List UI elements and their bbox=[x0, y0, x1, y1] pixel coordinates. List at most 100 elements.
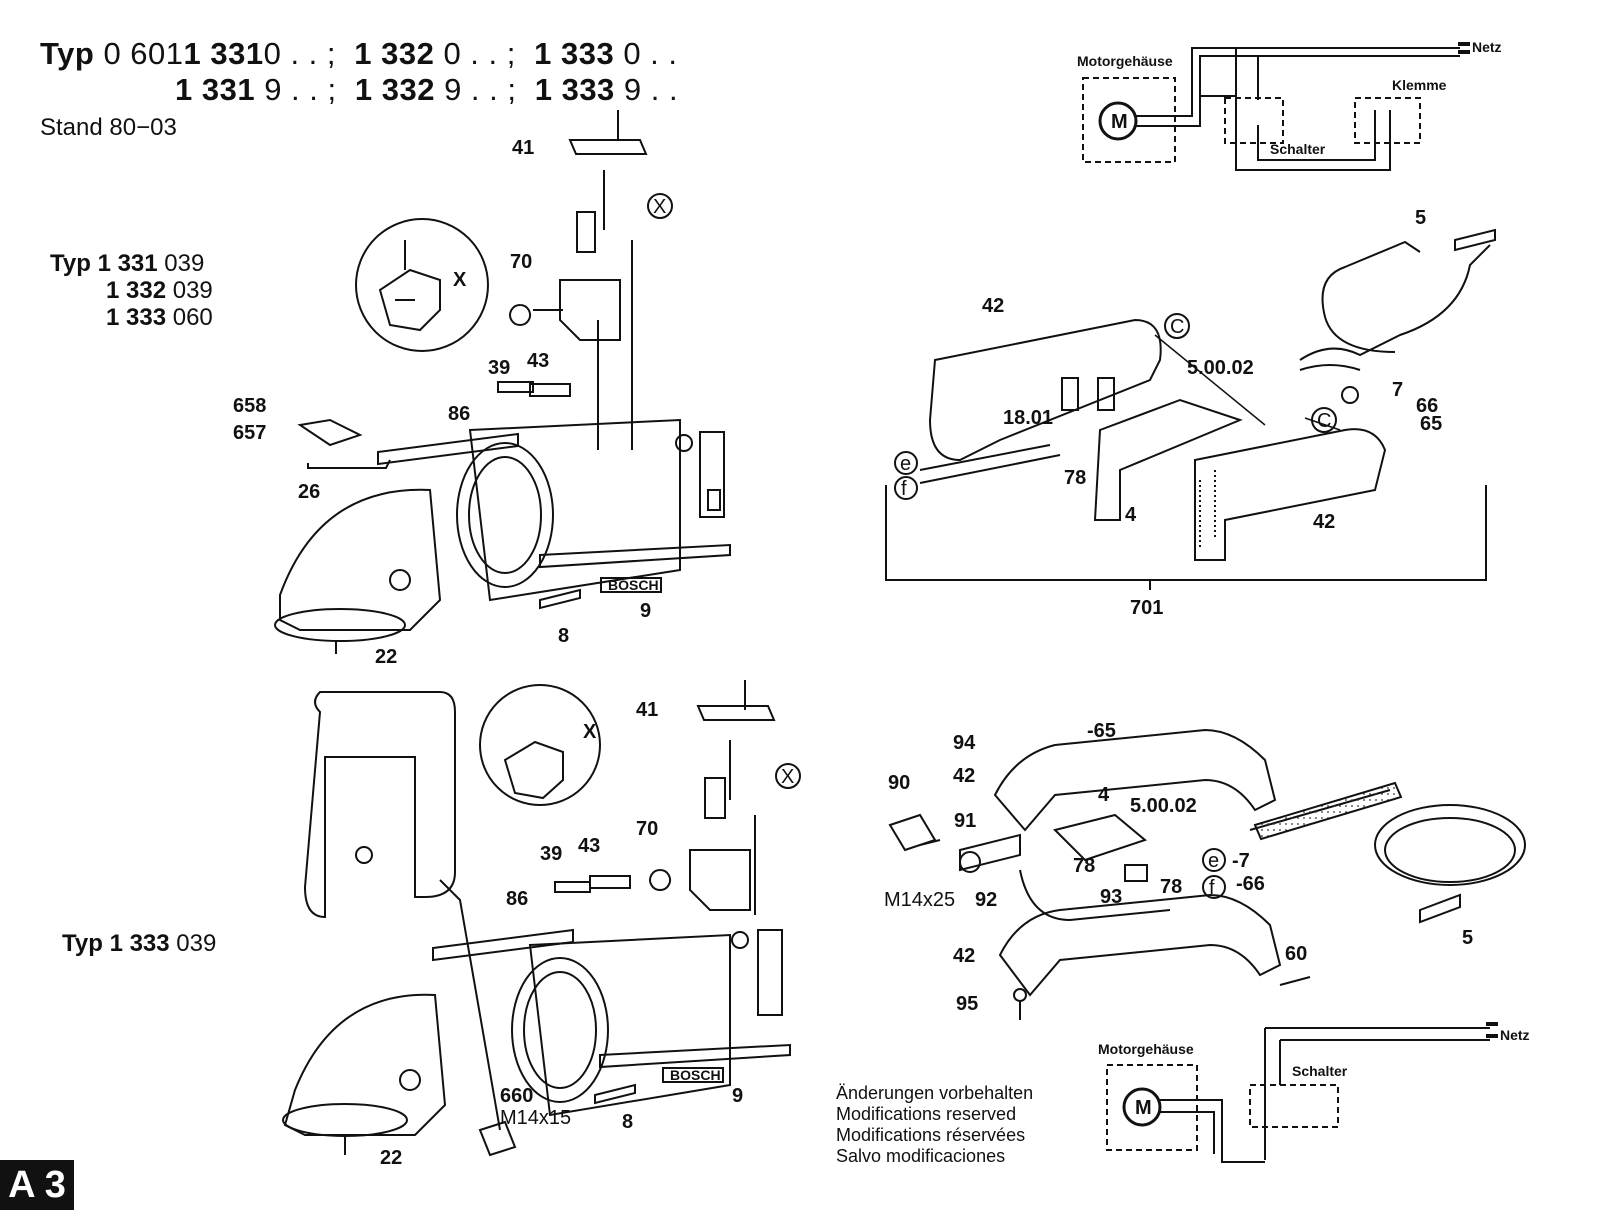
motor-symbol-lower: M bbox=[1135, 1097, 1152, 1119]
variant-code: 1 333 bbox=[106, 304, 167, 331]
wiring-diagram-upper bbox=[1082, 42, 1470, 171]
part-657: 657 bbox=[233, 422, 266, 444]
switch-4-b bbox=[1053, 813, 1148, 862]
part-43-lower: 43 bbox=[578, 835, 600, 857]
part-5-00-02-lower: 5.00.02 bbox=[1130, 795, 1197, 817]
wiring-diagram-lower bbox=[1106, 1022, 1498, 1163]
variant-typ-word: Typ bbox=[50, 250, 91, 277]
coiled-cord-inner bbox=[1384, 817, 1516, 883]
page-badge: A 3 bbox=[0, 1160, 74, 1210]
part-18-01: 18.01 bbox=[1003, 407, 1053, 429]
part-e-lower: e bbox=[1208, 850, 1219, 872]
part-9: 9 bbox=[640, 600, 651, 622]
mains-plug-icon bbox=[1458, 42, 1470, 54]
housing-inner bbox=[523, 971, 597, 1089]
part-8-lower: 8 bbox=[622, 1111, 633, 1133]
bosch-badge bbox=[662, 1067, 724, 1083]
switch-4 bbox=[1093, 398, 1243, 521]
part-91: 91 bbox=[954, 810, 976, 832]
motor-housing bbox=[528, 933, 731, 1117]
part-8: 8 bbox=[558, 625, 569, 647]
handle-shell-42-b bbox=[1194, 428, 1387, 561]
cover-plate-41 bbox=[568, 139, 648, 155]
note-fr: Modifications réservées bbox=[836, 1125, 1026, 1145]
part-m14x25: M14x25 bbox=[884, 889, 955, 911]
spindle-and-plate bbox=[344, 1083, 636, 1155]
strip-86 bbox=[432, 928, 574, 962]
nameplate-strip bbox=[599, 1043, 791, 1069]
wiring-lines-2 bbox=[1200, 48, 1391, 171]
part-660: 660 bbox=[500, 1085, 533, 1107]
brush-holder-detail bbox=[503, 740, 564, 800]
part-701: 701 bbox=[1130, 597, 1163, 619]
wiring-lines bbox=[1136, 47, 1460, 127]
side-cover bbox=[699, 431, 725, 518]
gear-head-base bbox=[282, 1103, 408, 1137]
part-658: 658 bbox=[233, 395, 266, 417]
type-13329-suffix: 9 . . ; bbox=[444, 72, 517, 107]
switch-box bbox=[1224, 97, 1284, 144]
coiled-cord bbox=[1374, 804, 1526, 886]
upper-left-assembly bbox=[274, 110, 731, 654]
circled-e bbox=[894, 451, 918, 475]
mains-plug-icon bbox=[1486, 1022, 1498, 1038]
motor-housing-box bbox=[1106, 1064, 1198, 1151]
part-39: 39 bbox=[488, 357, 510, 379]
part-22: 22 bbox=[375, 646, 397, 668]
plug-5 bbox=[1454, 228, 1496, 252]
part-7: 7 bbox=[1392, 379, 1403, 401]
part-42-lower-b: 42 bbox=[953, 945, 975, 967]
bracket-701 bbox=[885, 485, 1487, 590]
part-22-lower: 22 bbox=[380, 1147, 402, 1169]
part-41: 41 bbox=[512, 137, 534, 159]
gear-head bbox=[283, 993, 447, 1136]
grommet bbox=[675, 434, 693, 452]
part-78-lower-b: 78 bbox=[1160, 876, 1182, 898]
cover-plate-41 bbox=[696, 705, 776, 721]
part-94: 94 bbox=[953, 732, 976, 754]
circled-e-lower bbox=[1202, 848, 1226, 872]
part-5-00-02: 5.00.02 bbox=[1187, 357, 1254, 379]
part-78-lower-a: 78 bbox=[1073, 855, 1095, 877]
part-26: 26 bbox=[298, 481, 320, 503]
carbon-brush bbox=[704, 777, 726, 819]
part-c-2: C bbox=[1317, 410, 1331, 432]
labels-39-43 bbox=[497, 381, 571, 397]
motor-housing-box bbox=[1082, 77, 1176, 163]
part-m14x15: M14x15 bbox=[500, 1107, 571, 1129]
cord-clamp-7 bbox=[1341, 386, 1359, 404]
part-42-upper-b: 42 bbox=[1313, 511, 1335, 533]
variant-suffix: 039 bbox=[164, 250, 205, 277]
part-93: 93 bbox=[1100, 886, 1122, 908]
motor-icon bbox=[1098, 101, 1138, 141]
handle-bolt-guide bbox=[439, 879, 501, 1131]
circled-c-2 bbox=[1311, 407, 1337, 433]
bow-handle-42-top bbox=[993, 728, 1277, 832]
type-1331: 1 331 bbox=[183, 36, 264, 71]
motor-symbol-upper: M bbox=[1111, 111, 1128, 133]
modifications-note: Änderungen vorbehalten Modifications res… bbox=[836, 1083, 1033, 1167]
type-13319-suffix: 9 . . ; bbox=[264, 72, 337, 107]
netz-label-lower: Netz bbox=[1500, 1027, 1530, 1043]
note-es: Salvo modificaciones bbox=[836, 1146, 1006, 1166]
variant-upper-row-2: 1 332 039 bbox=[106, 277, 213, 305]
part-39-lower: 39 bbox=[540, 843, 562, 865]
part-60: 60 bbox=[1285, 943, 1307, 965]
type-13339: 1 333 bbox=[534, 72, 615, 107]
circled-x-lower bbox=[775, 763, 801, 789]
gear-head-knob bbox=[389, 569, 411, 591]
schalter-label-lower: Schalter bbox=[1292, 1063, 1348, 1079]
gear-head-base bbox=[274, 608, 406, 642]
strip-86 bbox=[377, 432, 519, 466]
housing-inner bbox=[468, 456, 542, 574]
housing-opening bbox=[511, 957, 609, 1103]
part-x-ref-lower: X bbox=[781, 766, 794, 788]
screw-60 bbox=[1279, 976, 1311, 986]
bosch-brand-upper: BOSCH bbox=[608, 577, 659, 593]
leader-657 bbox=[307, 459, 391, 469]
nameplate-strip bbox=[539, 543, 731, 569]
upper-right-handle-set bbox=[885, 228, 1496, 590]
carbon-brush bbox=[576, 211, 596, 253]
type-13339-suffix: 9 . . bbox=[623, 72, 679, 107]
